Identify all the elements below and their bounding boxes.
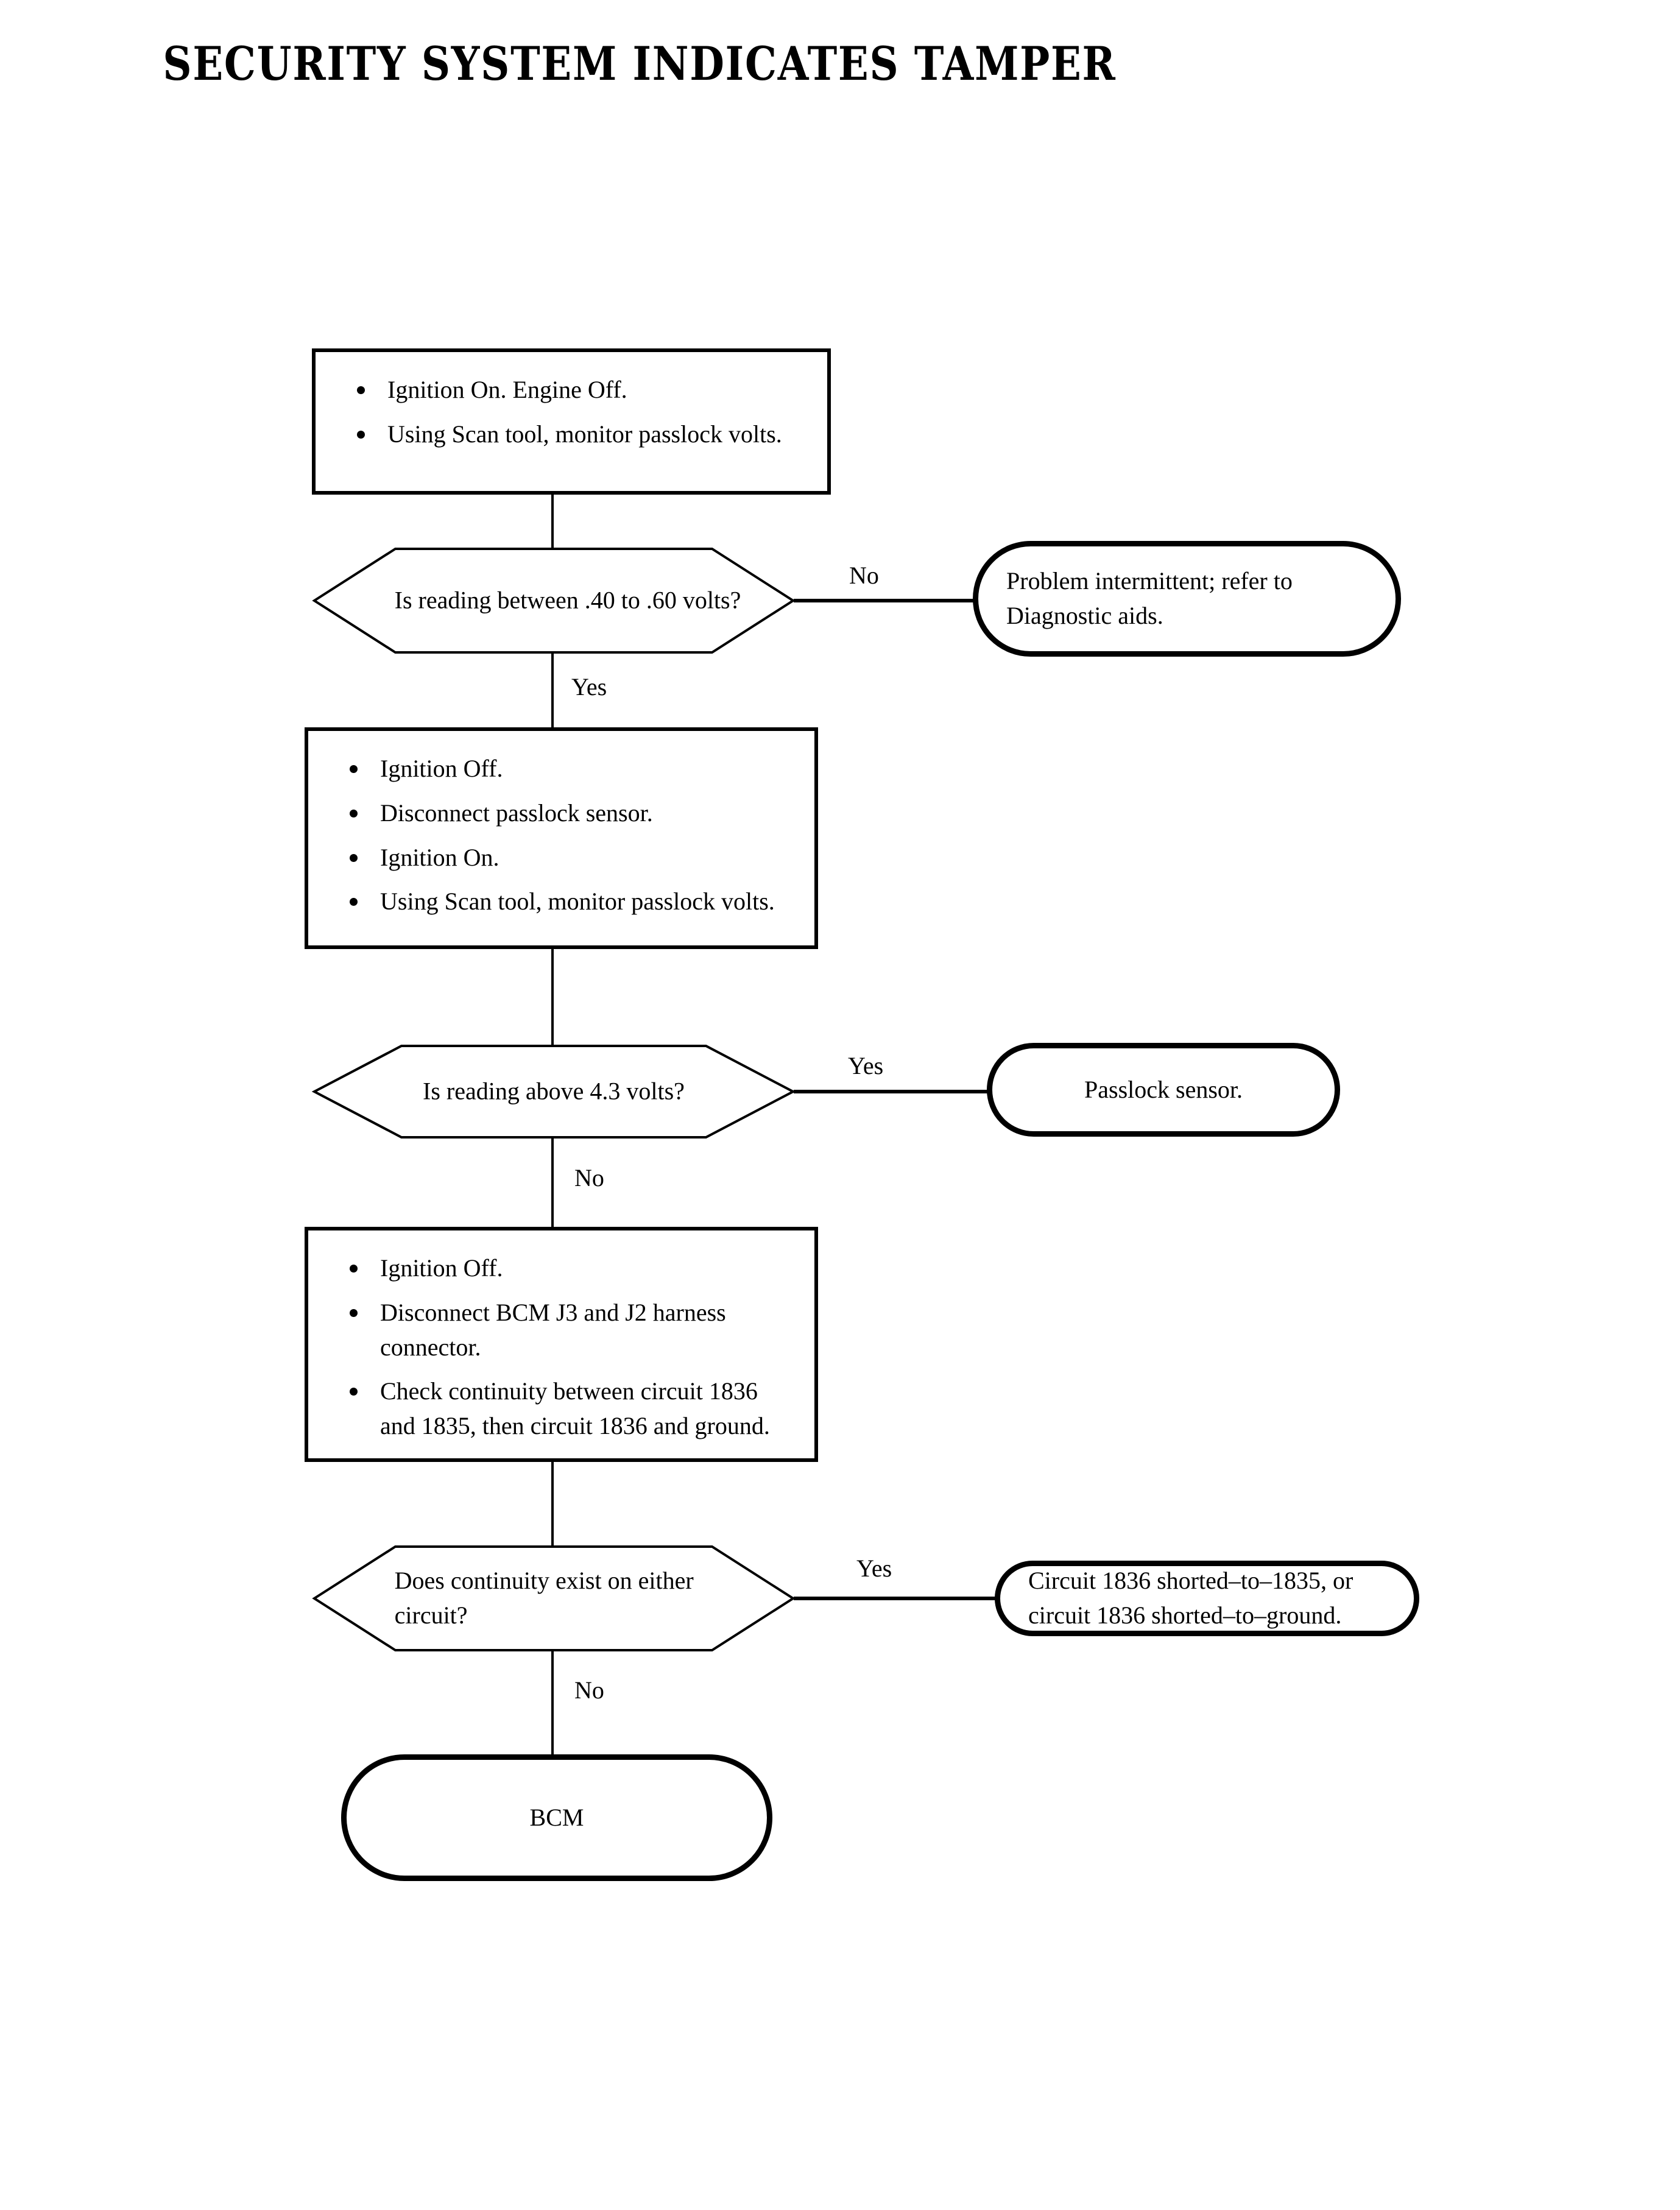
edge-label-no-3: No (574, 1676, 604, 1704)
connector-decision2-no (551, 1138, 554, 1228)
hexagon-shape (312, 548, 796, 654)
process-step-2: Ignition Off. Disconnect passlock sensor… (305, 727, 818, 949)
terminal-passlock-sensor: Passlock sensor. (987, 1043, 1340, 1137)
connector-step1-decision1 (551, 495, 554, 549)
connector-step3-decision3 (551, 1462, 554, 1547)
list-item: Check continuity between circuit 1836 an… (324, 1374, 799, 1444)
step-3-bullet-list: Ignition Off. Disconnect BCM J3 and J2 h… (324, 1251, 799, 1444)
step-2-bullet-list: Ignition Off. Disconnect passlock sensor… (324, 752, 799, 919)
terminal-label: BCM (529, 1803, 584, 1831)
connector-step2-decision2 (551, 949, 554, 1047)
terminal-label: Circuit 1836 shorted–to–1835, or circuit… (1028, 1567, 1354, 1629)
connector-decision2-yes (794, 1090, 989, 1093)
edge-label-yes-2: Yes (848, 1052, 884, 1079)
connector-decision3-yes (794, 1597, 998, 1600)
edge-label-yes-1: Yes (571, 673, 607, 701)
list-item: Ignition On. Engine Off. (331, 373, 811, 408)
connector-decision1-no (794, 599, 974, 602)
process-step-1: Ignition On. Engine Off. Using Scan tool… (312, 348, 831, 495)
process-step-3: Ignition Off. Disconnect BCM J3 and J2 h… (305, 1227, 818, 1462)
connector-decision3-no (551, 1651, 554, 1756)
decision-reading-above-43: Is reading above 4.3 volts? (311, 1044, 796, 1139)
step-1-bullet-list: Ignition On. Engine Off. Using Scan tool… (331, 373, 811, 452)
terminal-circuit-shorted: Circuit 1836 shorted–to–1835, or circuit… (995, 1561, 1419, 1636)
decision-label: Does continuity exist on either circuit? (394, 1567, 694, 1629)
list-item: Ignition Off. (324, 1251, 799, 1286)
decision-reading-between-40-60: Is reading between .40 to .60 volts? (312, 547, 796, 654)
list-item: Using Scan tool, monitor passlock volts. (331, 417, 811, 452)
list-item: Ignition Off. (324, 752, 799, 786)
page-title: SECURITY SYSTEM INDICATES TAMPER (163, 37, 1117, 91)
edge-label-no-1: No (849, 562, 879, 589)
connector-decision1-yes (551, 653, 554, 729)
terminal-label: Passlock sensor. (1084, 1075, 1243, 1103)
edge-label-no-2: No (574, 1164, 604, 1191)
hexagon-shape (312, 1545, 796, 1651)
decision-label: Is reading between .40 to .60 volts? (394, 586, 741, 614)
list-item: Using Scan tool, monitor passlock volts. (324, 884, 799, 919)
terminal-label: Problem intermittent; refer to Diagnosti… (1006, 567, 1293, 629)
hexagon-shape (311, 1045, 796, 1139)
terminal-bcm: BCM (341, 1754, 772, 1881)
list-item: Disconnect BCM J3 and J2 harness connect… (324, 1296, 799, 1365)
list-item: Disconnect passlock sensor. (324, 796, 799, 831)
decision-label: Is reading above 4.3 volts? (423, 1077, 685, 1105)
terminal-problem-intermittent: Problem intermittent; refer to Diagnosti… (973, 541, 1401, 657)
list-item: Ignition On. (324, 841, 799, 875)
decision-continuity-exists: Does continuity exist on either circuit? (312, 1545, 796, 1652)
edge-label-yes-3: Yes (856, 1555, 892, 1582)
